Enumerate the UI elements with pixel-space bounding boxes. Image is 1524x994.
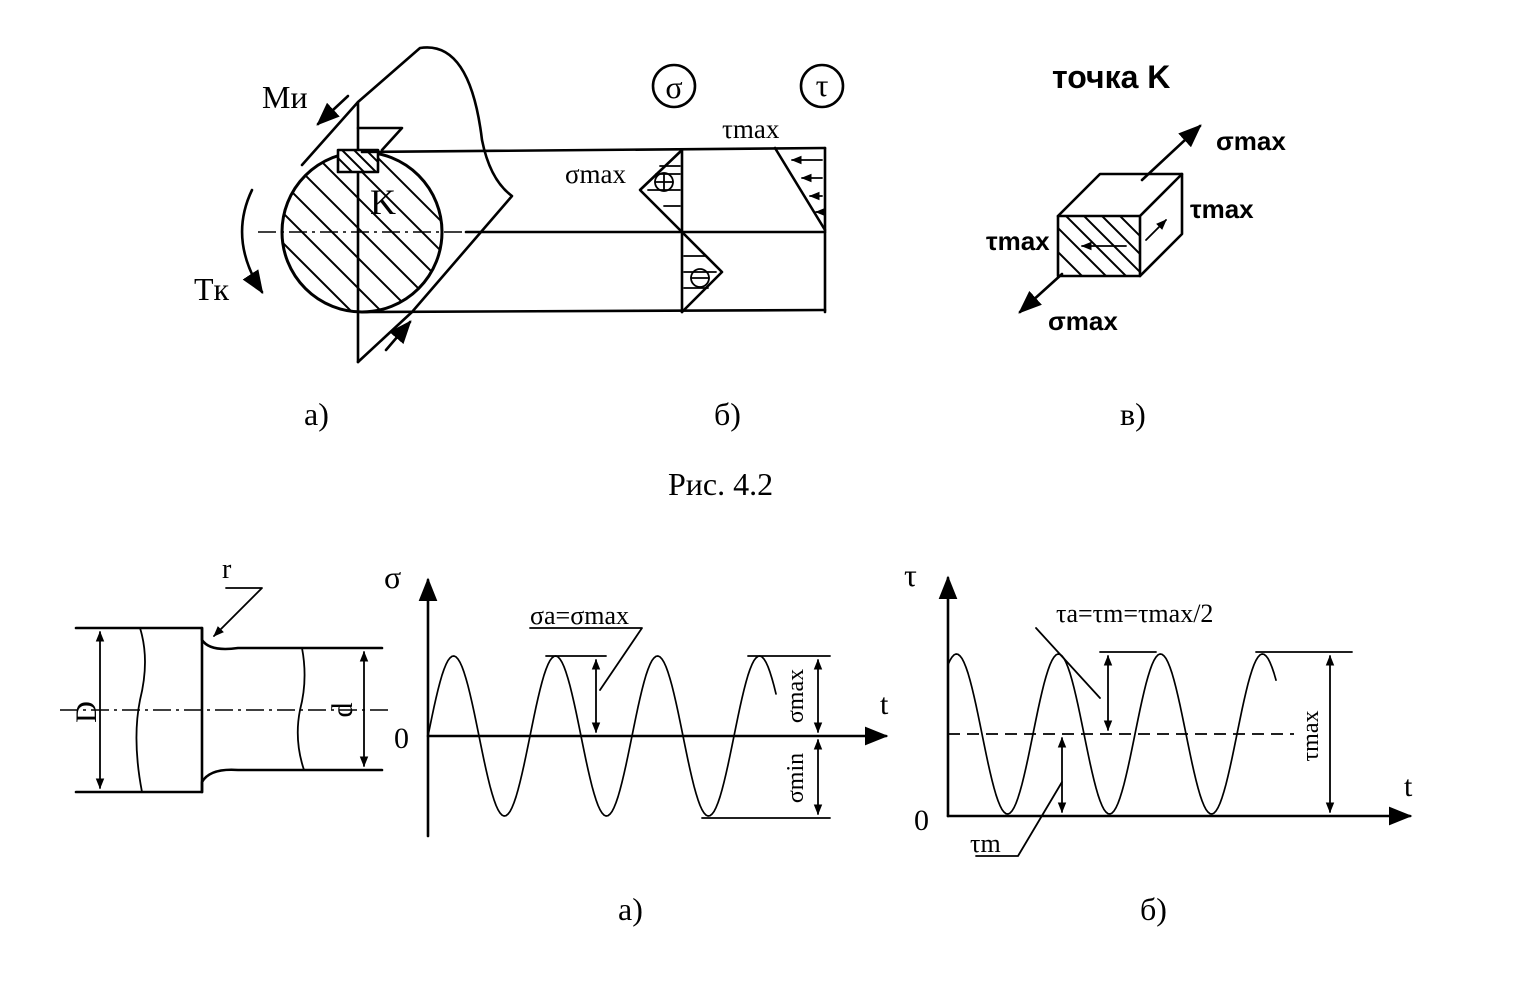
zero-label-b: 0: [914, 804, 929, 837]
tau-relation-label: τa=τm=τmax/2: [1056, 599, 1213, 628]
torque-arrow: [240, 188, 264, 294]
sigma-max-rot-label: σmax: [783, 669, 809, 723]
torque-label: Tк: [194, 271, 230, 307]
tau-max-label: τmax: [722, 114, 780, 144]
sigma-max-arrow-down: [1018, 272, 1064, 314]
t-axis-label-a: t: [880, 688, 889, 721]
fig1-sublabel-c: в): [1120, 396, 1146, 432]
zero-label-a: 0: [394, 722, 409, 755]
moment-label: Mи: [262, 79, 308, 115]
tau-circle: [799, 63, 845, 109]
panel-c-point-element: точка K σmax τmax τmax σmax: [986, 59, 1286, 336]
panel-b-stress-diagrams: σ τ σmax τmax: [565, 63, 845, 314]
sigma-min-rot-label: σmin: [783, 753, 809, 803]
sigma-max-bottom-label: σmax: [1048, 306, 1118, 336]
tau-sine-curve: [947, 653, 1277, 815]
sigma-tension-hatch: [647, 165, 681, 207]
fig1-caption: Рис. 4.2: [668, 466, 773, 502]
point-k-title: точка K: [1052, 59, 1170, 95]
tau-max-rot-label: τmax: [1298, 711, 1324, 762]
panel-a-shaft-section: Mи Tк K: [194, 46, 827, 364]
label-r: r: [222, 554, 232, 585]
label-d: d: [326, 703, 359, 718]
point-k-label: K: [370, 182, 396, 222]
label-D: D: [70, 701, 103, 723]
fig2-sublabel-a: а): [618, 891, 643, 927]
moment-arrow-top: [316, 94, 350, 126]
point-k-element: [336, 126, 404, 174]
sigma-circle: [651, 63, 697, 109]
tau-arrows: [790, 155, 826, 217]
fig1-sublabel-b: б): [714, 396, 741, 432]
sigma-sine-curve: [427, 655, 777, 817]
tau-cycle-graph: τ t 0 τa=τm=τmax/2 τmax τm: [904, 557, 1413, 858]
sigma-max-label: σmax: [565, 159, 627, 189]
sigma-circle-symbol: σ: [665, 69, 682, 105]
tau-max-left-label: τmax: [986, 226, 1050, 256]
fig1-sublabel-a: а): [304, 396, 329, 432]
tau-circle-symbol: τ: [816, 67, 829, 103]
tau-max-right-label: τmax: [1190, 194, 1254, 224]
sigma-axis-label: σ: [384, 559, 401, 595]
sigma-max-top-label: σmax: [1216, 126, 1286, 156]
sigma-max-arrow-up: [1140, 124, 1202, 182]
t-axis-label-b: t: [1404, 770, 1413, 803]
fillet-r-leader: [213, 587, 263, 637]
tau-arrow-side: [1145, 219, 1167, 241]
moment-arrow-bottom: [384, 320, 412, 352]
sigma-compression-hatch: [683, 255, 717, 289]
tau-axis-label: τ: [904, 557, 917, 593]
tau-m-label: τm: [970, 829, 1001, 858]
fig2-sublabel-b: б): [1140, 891, 1167, 927]
sigma-relation-label: σa=σmax: [530, 601, 629, 630]
sigma-cycle-graph: σ t 0 σa=σmax σmax σmin: [384, 559, 889, 838]
stepped-shaft: D d r: [60, 554, 392, 794]
